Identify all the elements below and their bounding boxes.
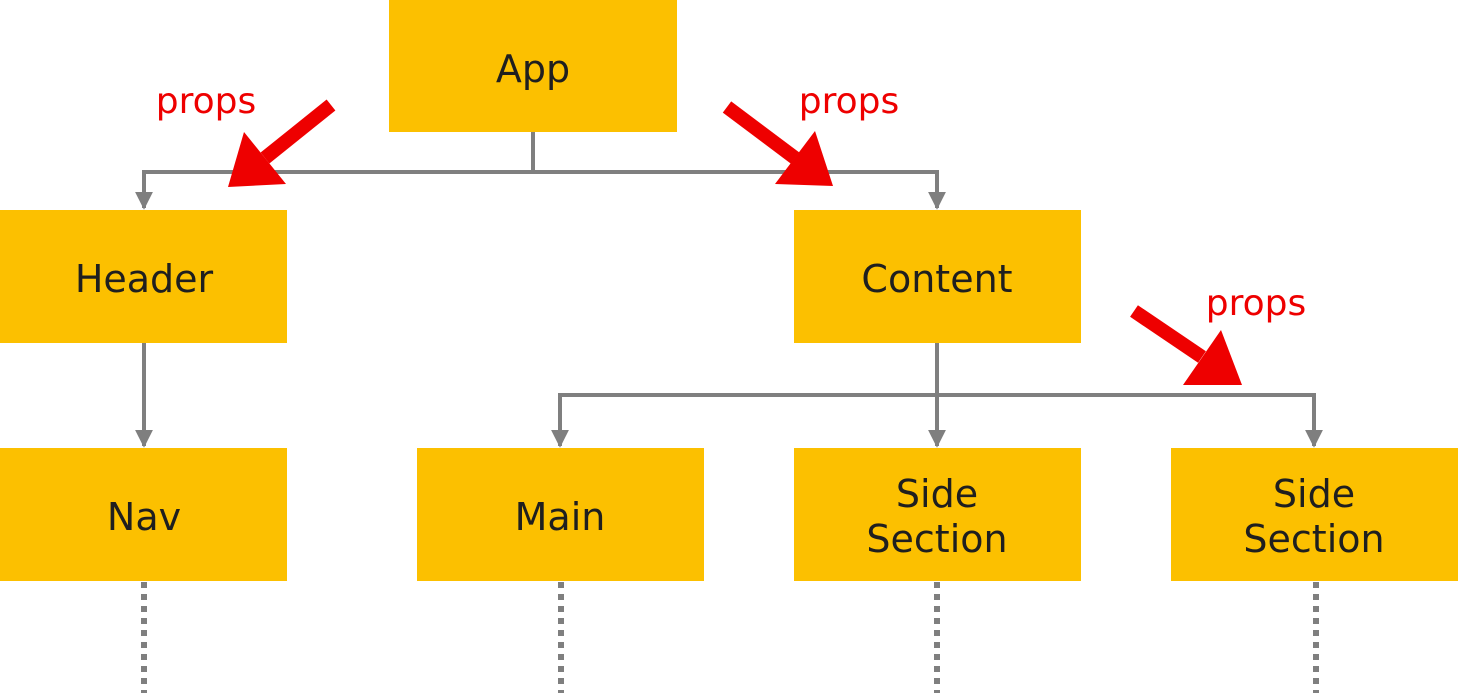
node-side-section-2-label-line-2: Section [1243,517,1384,561]
props-arrow-3-head [1183,330,1242,385]
props-annotation-1: props [156,81,336,187]
node-app-label: App [496,47,570,91]
connectors [135,132,1323,448]
node-main: Main [417,448,704,581]
node-side-section-2-label-line-1: Side [1273,472,1355,516]
node-side-section-1-label-line-1: Side [896,472,978,516]
props-label-3: props [1206,283,1307,324]
continuation-lines [141,582,1319,693]
props-arrow-3-shaft [1130,305,1206,363]
node-side-section-1-label-line-2: Section [866,517,1007,561]
node-header: Header [0,210,287,343]
node-content-label: Content [861,257,1012,301]
props-arrow-1-head [228,132,286,187]
props-label-2: props [799,81,900,122]
edge-app-header [135,170,533,210]
node-header-label: Header [75,257,214,301]
node-app: App [389,0,677,132]
node-main-label: Main [515,495,606,539]
nodes: App Header Content Nav Main Side Section… [0,0,1458,581]
props-arrow-2-shaft [722,101,800,164]
node-nav-label: Nav [107,495,181,539]
edge-content-side-section-2 [937,393,1323,448]
props-annotations: props props props [156,81,1307,385]
edge-app-content [533,170,946,210]
edge-content-main [551,393,937,448]
node-content: Content [794,210,1081,343]
node-side-section-1: Side Section [794,448,1081,581]
props-arrow-2-head [775,131,833,186]
props-annotation-2: props [722,81,900,186]
node-nav: Nav [0,448,287,581]
props-arrow-1-shaft [260,99,336,164]
props-label-1: props [156,81,257,122]
props-annotation-3: props [1130,283,1307,385]
node-side-section-2: Side Section [1171,448,1458,581]
